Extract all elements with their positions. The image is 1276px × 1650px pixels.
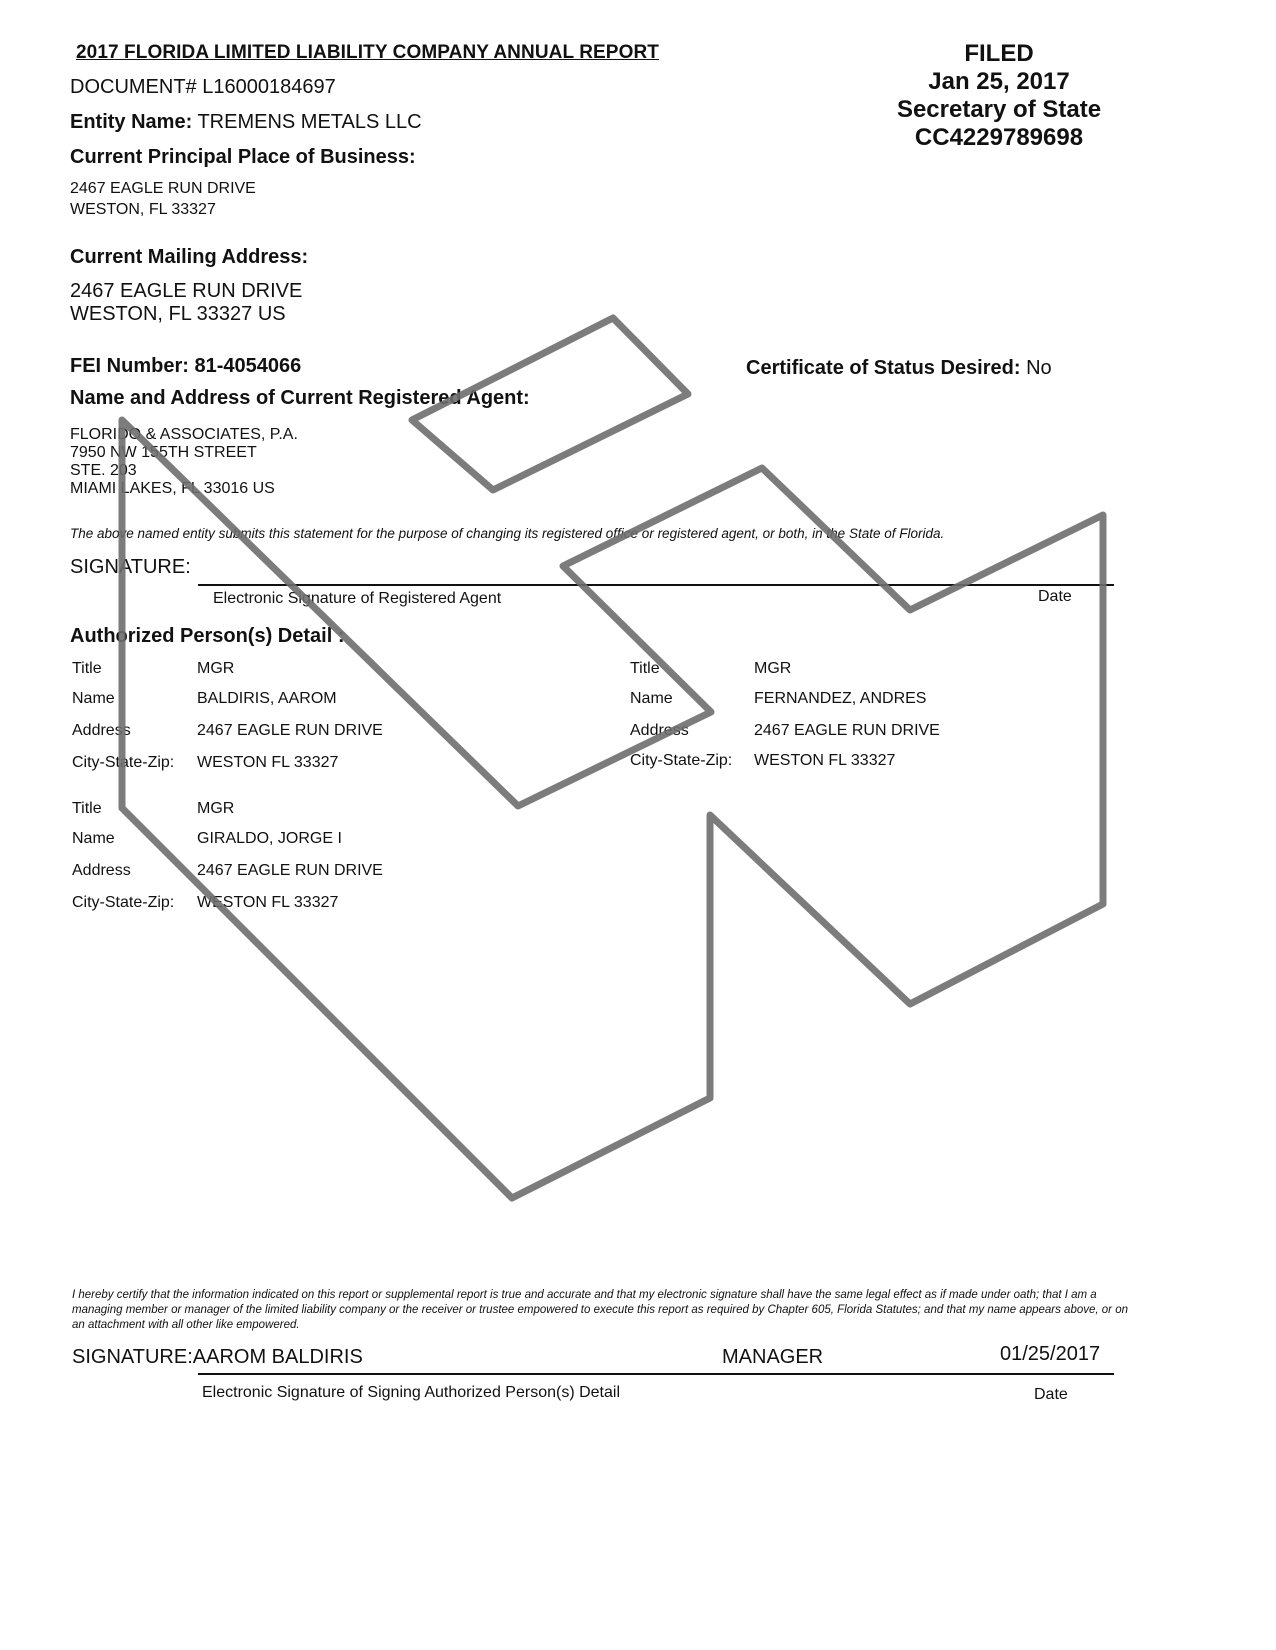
document-label: DOCUMENT# — [70, 76, 197, 98]
person2-title-label: Title — [630, 660, 660, 677]
agent-signature-date-label: Date — [1038, 588, 1072, 605]
final-signature-line — [198, 1373, 1114, 1375]
principal-line1: 2467 EAGLE RUN DRIVE — [70, 180, 256, 197]
final-signature-title: MANAGER — [722, 1346, 824, 1368]
authorized-heading: Authorized Person(s) Detail : — [70, 625, 345, 647]
mailing-line2: WESTON, FL 33327 US — [70, 303, 286, 325]
entity-label: Entity Name: — [70, 111, 193, 133]
registered-agent-label: Name and Address of Current Registered A… — [70, 387, 530, 409]
filed-office: Secretary of State — [896, 96, 1102, 123]
person1-address-label: Address — [72, 722, 131, 739]
mailing-line1: 2467 EAGLE RUN DRIVE — [70, 280, 303, 302]
certification-text: I hereby certify that the information in… — [72, 1289, 1128, 1331]
filed-code: CC4229789698 — [914, 124, 1084, 151]
principal-line2: WESTON, FL 33327 — [70, 201, 216, 218]
agent-signature-line — [198, 584, 1114, 586]
final-signature-row: SIGNATURE:AAROM BALDIRIS — [72, 1346, 363, 1369]
person3-csz-label: City-State-Zip: — [72, 894, 175, 911]
watermark-rhombus — [408, 314, 692, 494]
person1-address: 2467 EAGLE RUN DRIVE — [197, 722, 383, 739]
entity-name: TREMENS METALS LLC — [197, 111, 422, 133]
person1-csz: WESTON FL 33327 — [197, 754, 339, 771]
person2-name-label: Name — [630, 690, 673, 707]
report-title: 2017 FLORIDA LIMITED LIABILITY COMPANY A… — [76, 42, 659, 63]
person3-name-label: Name — [72, 830, 115, 847]
person2-csz-label: City-State-Zip: — [630, 752, 733, 769]
person1-title: MGR — [197, 660, 235, 677]
fei-value: 81-4054066 — [194, 355, 302, 377]
principal-place-label: Current Principal Place of Business: — [70, 146, 416, 168]
person1-title-label: Title — [72, 660, 102, 677]
agent-line-1: FLORIDO & ASSOCIATES, P.A. — [70, 426, 298, 443]
certificate-value: No — [1026, 357, 1052, 379]
agent-signature-caption: Electronic Signature of Registered Agent — [213, 590, 502, 607]
watermark-main-shape — [118, 416, 1107, 1202]
person2-name: FERNANDEZ, ANDRES — [754, 690, 927, 707]
final-signature-date: 01/25/2017 — [1000, 1343, 1101, 1365]
person2-address: 2467 EAGLE RUN DRIVE — [754, 722, 940, 739]
entity-name-row: Entity Name: TREMENS METALS LLC — [70, 111, 422, 134]
mailing-address-label: Current Mailing Address: — [70, 246, 309, 268]
final-signature-name: AAROM BALDIRIS — [192, 1346, 363, 1368]
person3-address-label: Address — [72, 862, 131, 879]
document-number-row: DOCUMENT# L16000184697 — [70, 76, 336, 99]
final-signature-label: SIGNATURE: — [72, 1346, 193, 1368]
fei-label: FEI Number: — [70, 355, 189, 377]
person2-title: MGR — [754, 660, 792, 677]
person3-title: MGR — [197, 800, 235, 817]
person1-name-label: Name — [72, 690, 115, 707]
filed-status: FILED — [964, 40, 1034, 67]
person3-csz: WESTON FL 33327 — [197, 894, 339, 911]
agent-line-2: 7950 NW 155TH STREET — [70, 444, 257, 461]
person2-csz: WESTON FL 33327 — [754, 752, 896, 769]
person3-name: GIRALDO, JORGE I — [197, 830, 342, 847]
agent-statement: The above named entity submits this stat… — [70, 526, 945, 541]
document-number: L16000184697 — [202, 76, 336, 98]
final-signature-date-label: Date — [1034, 1386, 1068, 1403]
certificate-label: Certificate of Status Desired: — [746, 357, 1021, 379]
person3-title-label: Title — [72, 800, 102, 817]
person1-name: BALDIRIS, AAROM — [197, 690, 337, 707]
filed-stamp: FILED Jan 25, 2017 Secretary of State CC… — [868, 40, 1130, 152]
certificate-row: Certificate of Status Desired: No — [746, 357, 1052, 380]
final-signature-caption: Electronic Signature of Signing Authoriz… — [202, 1384, 620, 1401]
agent-signature-label: SIGNATURE: — [70, 556, 191, 578]
fei-row: FEI Number: 81-4054066 — [70, 355, 301, 378]
filed-date: Jan 25, 2017 — [928, 68, 1070, 95]
person3-address: 2467 EAGLE RUN DRIVE — [197, 862, 383, 879]
